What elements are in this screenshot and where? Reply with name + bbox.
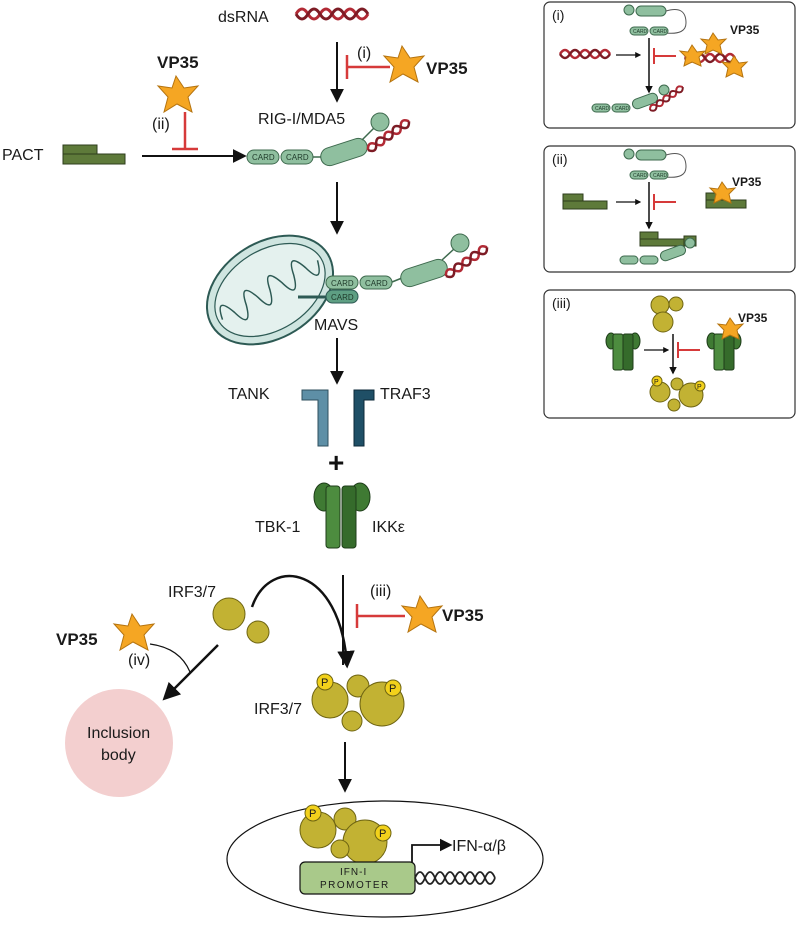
svg-text:P: P xyxy=(654,379,659,386)
mavs-label: MAVS xyxy=(314,317,358,334)
inclusion-label-2: body xyxy=(101,747,136,764)
pact-protein-icon xyxy=(62,144,126,165)
nucleus-icon xyxy=(226,800,544,918)
inset-ii-tag: (ii) xyxy=(552,151,568,167)
inclusion-body-icon xyxy=(65,689,173,797)
dsrna-label: dsRNA xyxy=(218,9,269,26)
iv-connector xyxy=(149,643,191,673)
vp35-star-icon xyxy=(112,612,156,652)
svg-text:CARD: CARD xyxy=(653,173,668,179)
inset-i-dsrna-bound-icon xyxy=(648,85,684,112)
mitochondrion-icon xyxy=(205,234,335,346)
svg-text:CARD: CARD xyxy=(331,279,354,288)
svg-text:CARD: CARD xyxy=(365,279,388,288)
svg-text:CARD: CARD xyxy=(615,106,630,112)
svg-text:CARD: CARD xyxy=(595,106,610,112)
irf-monomer-icon xyxy=(212,597,246,631)
dna-helix-icon xyxy=(414,871,496,885)
irf-phos-label: IRF3/7 xyxy=(254,701,302,718)
vp35-label-iii: VP35 xyxy=(442,606,484,625)
svg-text:CARD: CARD xyxy=(252,153,275,162)
rig-label: RIG-I/MDA5 xyxy=(258,111,345,128)
ikke-label: IKKε xyxy=(372,519,405,536)
vp35-label-ii: VP35 xyxy=(157,53,199,72)
vp35-star-icon xyxy=(382,44,426,84)
promoter-label-1: IFN-I xyxy=(340,867,367,878)
tbk1-ikke-complex-icon xyxy=(313,482,371,549)
irf-monomer-icon xyxy=(246,620,270,644)
arrow-irf-phosphorylation xyxy=(250,574,355,669)
inset-ii-complex-icon xyxy=(619,231,697,265)
svg-text:CARD: CARD xyxy=(633,173,648,179)
vp35-label-i: VP35 xyxy=(426,59,468,78)
vp35-star-icon xyxy=(400,594,444,634)
pact-label: PACT xyxy=(2,147,44,164)
svg-text:P: P xyxy=(697,384,702,391)
inclusion-label-1: Inclusion xyxy=(87,725,150,742)
tank-protein-icon xyxy=(301,389,329,447)
inset-i-rig-icon: CARD CARD xyxy=(623,4,687,36)
irf-left-label: IRF3/7 xyxy=(168,584,216,601)
rig-i-protein-icon: CARD CARD xyxy=(246,112,390,167)
svg-text:CARD: CARD xyxy=(286,153,309,162)
svg-text:CARD: CARD xyxy=(331,293,354,302)
svg-text:CARD: CARD xyxy=(653,29,668,35)
plus-sign: + xyxy=(328,447,344,478)
inset-ii-pact-icon xyxy=(562,193,608,210)
step-i-label: (i) xyxy=(357,45,371,62)
inset-iii-vp35-label: VP35 xyxy=(738,311,768,325)
vp35-star-icon xyxy=(156,74,200,114)
transcription-arrow xyxy=(411,838,453,862)
svg-text:CARD: CARD xyxy=(633,29,648,35)
dsrna-bound-icon xyxy=(444,245,489,279)
dsrna-helix-icon xyxy=(294,7,370,21)
inset-iii-tbk-icon xyxy=(605,332,641,371)
step-iv-label: (iv) xyxy=(128,652,150,669)
svg-text:P: P xyxy=(321,677,328,689)
svg-text:P: P xyxy=(379,828,386,840)
inset-iii-tbk-vp35-icon xyxy=(706,317,745,371)
inset-i-rig-bound-icon: CARD CARD xyxy=(591,84,670,113)
traf3-protein-icon xyxy=(353,389,375,447)
inset-ii-rig-icon: CARD CARD xyxy=(623,148,687,180)
inset-ii-panel xyxy=(543,145,796,273)
promoter-label-2: PROMOTER xyxy=(320,880,390,891)
vp35-label-iv: VP35 xyxy=(56,630,98,649)
inset-iii-irf-phos-icon: P P xyxy=(649,375,706,412)
svg-text:P: P xyxy=(389,683,396,695)
inset-i-tag: (i) xyxy=(552,7,564,23)
inset-i-panel xyxy=(543,1,796,129)
inset-i-dsrna-icon xyxy=(558,48,612,60)
mavs-rig-complex-icon: CARD CARD CARD xyxy=(298,233,470,304)
svg-text:P: P xyxy=(309,808,316,820)
inset-iii-panel xyxy=(543,289,796,419)
inset-iii-irf-icon xyxy=(650,295,684,333)
vp35-star-icon xyxy=(720,55,749,78)
tank-label: TANK xyxy=(228,386,270,403)
inset-ii-pact-vp35-icon xyxy=(705,181,747,209)
step-ii-label: (ii) xyxy=(152,116,170,133)
tbk1-label: TBK-1 xyxy=(255,519,300,536)
vp35-star-icon xyxy=(699,32,728,55)
inset-i-vp35-label: VP35 xyxy=(730,23,760,37)
inset-ii-vp35-label: VP35 xyxy=(732,175,762,189)
inset-iii-tag: (iii) xyxy=(552,295,571,311)
ifn-label: IFN-α/β xyxy=(452,838,506,855)
vp35-star-icon xyxy=(678,44,707,67)
dsrna-bound-icon xyxy=(366,119,411,153)
traf3-label: TRAF3 xyxy=(380,386,431,403)
step-iii-label: (iii) xyxy=(370,583,391,600)
arrow-irf-inclusion xyxy=(162,644,219,701)
irf-phosphorylated-complex-icon: P P xyxy=(311,673,405,732)
